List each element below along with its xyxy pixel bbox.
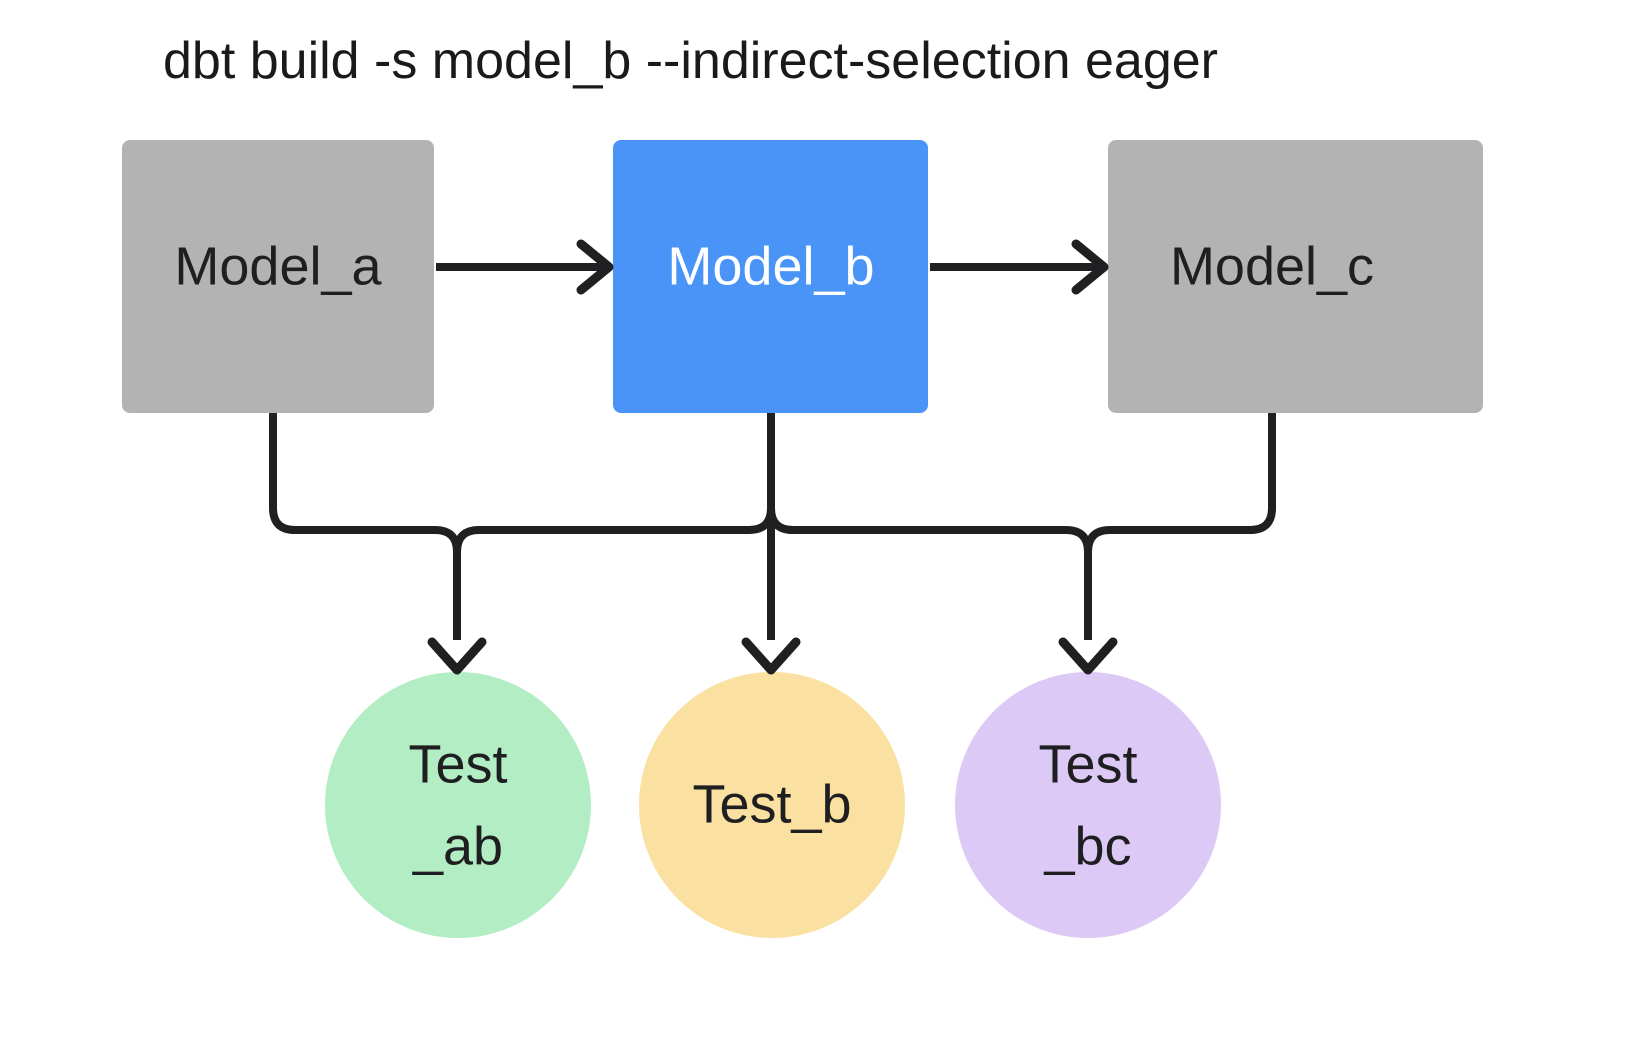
arrowhead-icon (741, 637, 801, 675)
test-node-test_ab[interactable]: Test _ab (325, 672, 591, 938)
model_c-box[interactable] (1108, 140, 1483, 413)
edge-model_a-to-model_b (436, 239, 614, 295)
test-node-test_b[interactable]: Test_b (639, 672, 905, 938)
test_ab-circle[interactable] (325, 672, 591, 938)
test_bc-label-line1: Test (1038, 734, 1137, 794)
edge-model_b-to-model_c (930, 239, 1109, 295)
test_b-label: Test_b (692, 774, 851, 834)
edge-model_b-to-test_bc (767, 413, 1092, 553)
test-node-test_bc[interactable]: Test _bc (955, 672, 1221, 938)
test_b-circle[interactable] (639, 672, 905, 938)
arrowhead-icon (1058, 637, 1118, 675)
test_bc-label-line2: _bc (1043, 816, 1131, 876)
model_c-label: Model_c (1170, 236, 1374, 296)
test_ab-label-line1: Test (408, 734, 507, 794)
arrowhead-icon (427, 637, 487, 675)
model_b-label: Model_b (667, 236, 874, 296)
edge-model_b-to-test_ab (453, 413, 775, 553)
test_bc-circle[interactable] (955, 672, 1221, 938)
model-node-model_a[interactable]: Model_a (122, 140, 434, 413)
model_a-label: Model_a (174, 236, 382, 296)
model_b-box[interactable] (613, 140, 928, 413)
model-node-model_c[interactable]: Model_c (1108, 140, 1483, 413)
test_ab-label-line2: _ab (412, 816, 503, 876)
edge-model_a-to-test_ab (269, 413, 461, 553)
model-node-model_b[interactable]: Model_b (613, 140, 928, 413)
arrowhead-icon (1071, 239, 1109, 295)
model_a-box[interactable] (122, 140, 434, 413)
edge-model_c-to-test_bc (1084, 413, 1276, 553)
diagram-title: dbt build -s model_b --indirect-selectio… (163, 32, 1218, 90)
arrowhead-icon (576, 239, 614, 295)
